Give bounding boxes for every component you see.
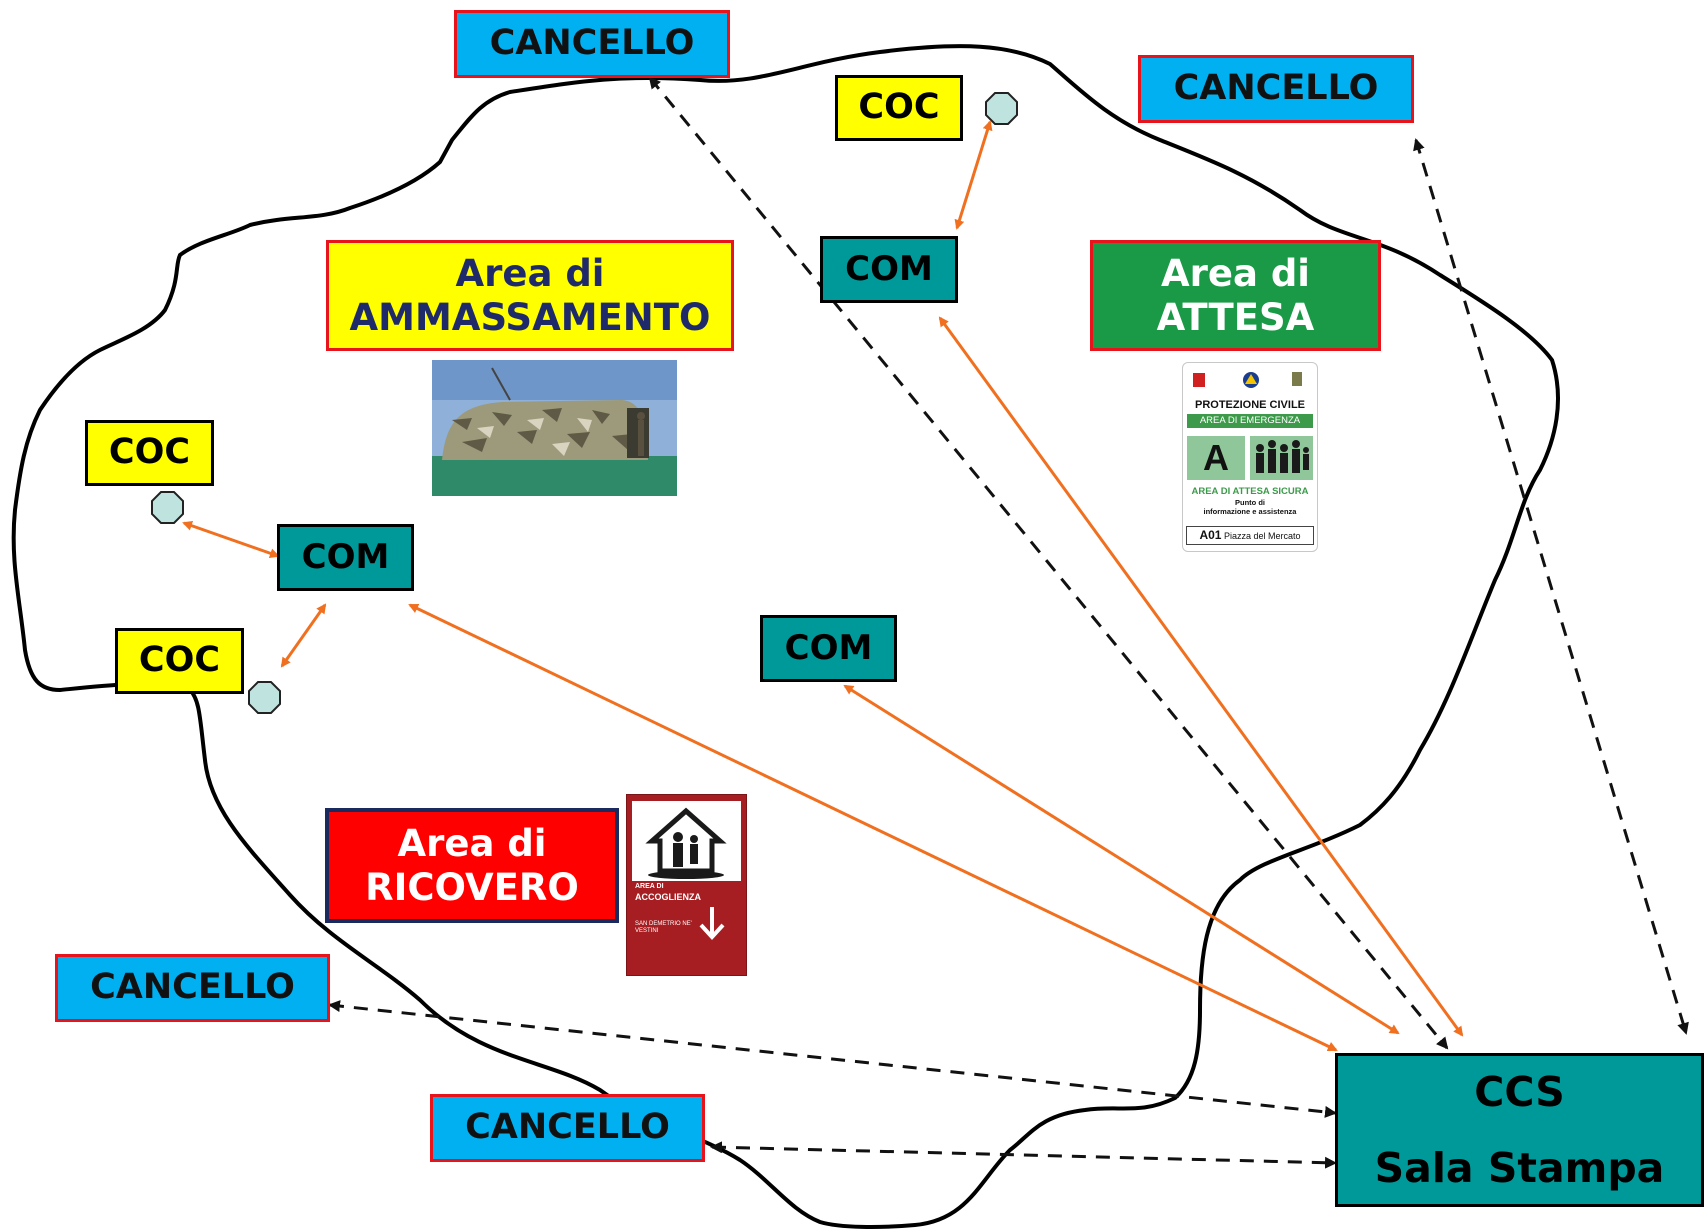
sign-ricovero-line1: AREA DI xyxy=(635,883,664,890)
sign-area-attesa: PROTEZIONE CIVILE AREA DI EMERGENZA A AR… xyxy=(1182,362,1318,552)
com-label: COM xyxy=(845,249,933,290)
area-ammassamento-line2: AMMASSAMENTO xyxy=(349,295,711,339)
sign-letter: A xyxy=(1187,436,1245,480)
sign-area-ricovero: AREA DI ACCOGLIENZA SAN DEMETRIO NE' VES… xyxy=(626,794,747,976)
coc-marker-icon xyxy=(151,491,184,524)
cancello-label: CANCELLO xyxy=(90,967,295,1008)
sign-info-line2: informazione e assistenza xyxy=(1203,506,1297,516)
shelter-icon xyxy=(632,801,741,881)
coc-marker-icon xyxy=(985,92,1018,125)
down-arrow-icon xyxy=(699,907,725,940)
area-ricovero: Area di RICOVERO xyxy=(325,808,619,923)
area-ricovero-line1: Area di xyxy=(397,821,547,865)
cancello-bottom-left: CANCELLO xyxy=(55,954,330,1022)
link-com-coc-left-upper xyxy=(182,520,280,559)
people-icon xyxy=(1250,436,1313,480)
com-top: COM xyxy=(820,236,958,303)
sign-header: PROTEZIONE CIVILE xyxy=(1194,399,1305,411)
sign-place: Piazza del Mercato xyxy=(1223,531,1301,541)
coc-label: COC xyxy=(138,640,221,681)
sign-ricovero-line2: ACCOGLIENZA xyxy=(635,892,701,902)
link-com-coc-left-lower xyxy=(280,603,327,668)
cancello-top-right: CANCELLO xyxy=(1138,55,1414,123)
link-ccs-com-center xyxy=(843,684,1400,1035)
area-attesa-line2: ATTESA xyxy=(1156,295,1315,339)
link-ccs-cancello-bottom-left xyxy=(328,1000,1337,1118)
area-ammassamento: Area di AMMASSAMENTO xyxy=(326,240,734,351)
link-ccs-cancello-top-left xyxy=(648,76,1449,1050)
area-attesa-line1: Area di xyxy=(1161,251,1310,295)
coc-label: COC xyxy=(108,432,191,473)
sign-band: AREA DI EMERGENZA xyxy=(1187,414,1313,428)
area-ammassamento-line1: Area di xyxy=(455,251,605,295)
ccs-subtitle: Sala Stampa xyxy=(1374,1144,1665,1192)
cancello-top-left: CANCELLO xyxy=(454,10,730,78)
tent-photo xyxy=(432,360,677,496)
sign-ricovero-line3: SAN DEMETRIO NE' VESTINI xyxy=(635,921,692,935)
area-ricovero-line2: RICOVERO xyxy=(365,865,579,909)
coc-left-lower: COC xyxy=(115,628,244,694)
sign-info: Punto di informazione e assistenza xyxy=(1183,498,1317,516)
cancello-label: CANCELLO xyxy=(1173,68,1379,109)
area-attesa: Area di ATTESA xyxy=(1090,240,1381,351)
sign-logos-icon xyxy=(1193,372,1302,388)
cancello-bottom-center: CANCELLO xyxy=(430,1094,705,1162)
cancello-label: CANCELLO xyxy=(489,23,695,64)
coc-left-upper: COC xyxy=(85,420,214,486)
com-center: COM xyxy=(760,615,897,682)
link-ccs-cancello-bottom-center xyxy=(710,1141,1337,1169)
coc-marker-icon xyxy=(248,681,281,714)
sign-code: A01 xyxy=(1199,528,1222,542)
com-left: COM xyxy=(277,524,414,591)
ccs-box: CCS Sala Stampa xyxy=(1335,1053,1704,1207)
coc-label: COC xyxy=(858,87,940,128)
cancello-label: CANCELLO xyxy=(465,1107,670,1148)
ccs-title: CCS xyxy=(1474,1067,1565,1116)
link-ccs-cancello-top-right xyxy=(1413,138,1689,1035)
sign-code-row: A01 Piazza del Mercato xyxy=(1186,526,1314,545)
com-label: COM xyxy=(301,537,390,578)
sign-info-line1: Punto di xyxy=(1235,498,1265,507)
coc-top: COC xyxy=(835,75,963,141)
com-label: COM xyxy=(784,628,873,669)
sign-subtitle: AREA DI ATTESA SICURA xyxy=(1191,486,1309,497)
